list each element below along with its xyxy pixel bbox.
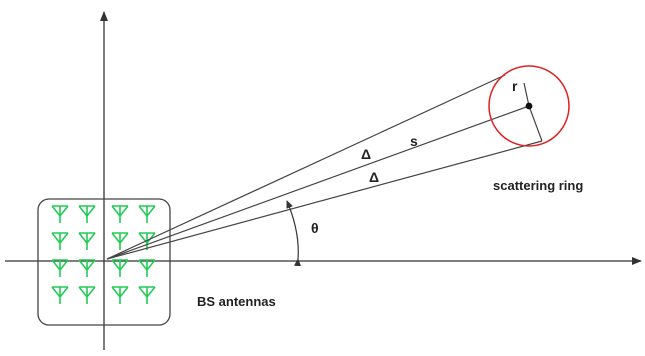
radius-line-r (528, 105, 543, 142)
scattering-ring (488, 65, 570, 147)
antenna-icon (111, 286, 129, 304)
lower-tangent-line (106, 140, 543, 260)
ring-center-dot (525, 102, 533, 110)
delta-label-upper: Δ (361, 146, 371, 162)
bs-antenna-array-box (37, 198, 171, 326)
delta-label-lower: Δ (369, 169, 379, 185)
antenna-icon (51, 286, 69, 304)
antenna-icon (138, 205, 156, 223)
theta-angle-arc (286, 200, 301, 267)
bs-antennas-label: BS antennas (197, 294, 276, 309)
antenna-icon (111, 259, 129, 277)
antenna-icon (51, 259, 69, 277)
antenna-icon (138, 259, 156, 277)
distance-label-s: s (410, 133, 418, 149)
theta-label: θ (311, 220, 319, 236)
center-line-s (106, 105, 530, 260)
antenna-icon (51, 232, 69, 250)
antenna-icon (78, 259, 96, 277)
antenna-icon (51, 205, 69, 223)
antenna-icon (78, 232, 96, 250)
radius-label: r (512, 78, 518, 94)
antenna-grid (51, 205, 156, 304)
antenna-icon (78, 205, 96, 223)
upper-tangent-line (106, 74, 506, 260)
radius-tick (523, 82, 530, 107)
antenna-icon (138, 232, 156, 250)
antenna-icon (138, 286, 156, 304)
scattering-ring-label: scattering ring (493, 178, 583, 193)
antenna-icon (78, 286, 96, 304)
antenna-icon (111, 232, 129, 250)
antenna-icon (111, 205, 129, 223)
